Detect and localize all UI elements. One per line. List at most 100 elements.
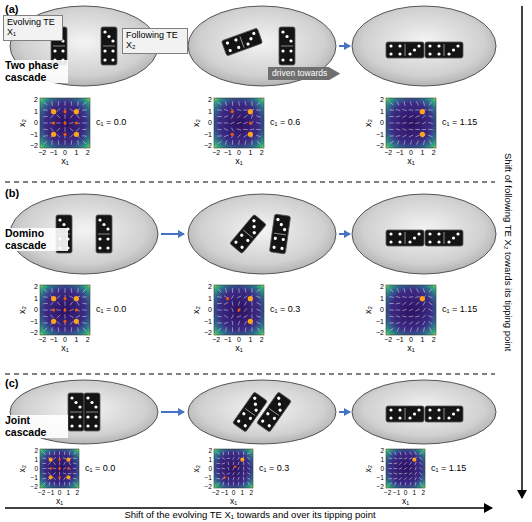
phase-portrait bbox=[214, 449, 253, 488]
callout-box: Evolving TE X₁ bbox=[3, 15, 63, 41]
tick-label: −2 bbox=[377, 483, 384, 490]
streamline bbox=[49, 482, 50, 486]
streamline bbox=[422, 129, 427, 130]
streamline bbox=[224, 303, 228, 305]
streamline bbox=[57, 128, 60, 131]
tick-label: 2 bbox=[86, 336, 90, 344]
streamline bbox=[245, 140, 246, 144]
streamline bbox=[70, 128, 73, 131]
streamline bbox=[389, 309, 394, 310]
streamline bbox=[77, 115, 80, 119]
domino-pip bbox=[106, 227, 109, 230]
streamline bbox=[238, 308, 240, 312]
streamline bbox=[82, 129, 87, 130]
domino-divider bbox=[53, 46, 65, 47]
domino-pip bbox=[106, 237, 109, 240]
streamline bbox=[396, 135, 400, 137]
domino-pip bbox=[408, 52, 411, 55]
fixed-point bbox=[248, 109, 253, 114]
domino-pip bbox=[280, 223, 284, 227]
tick-label: 2 bbox=[34, 283, 38, 291]
streamline bbox=[397, 288, 399, 292]
domino-pip bbox=[428, 408, 431, 411]
domino-pip bbox=[240, 245, 245, 250]
streamline bbox=[243, 129, 248, 130]
fixed-point bbox=[74, 319, 79, 324]
streamline bbox=[389, 122, 394, 123]
tick-label: 2 bbox=[421, 489, 425, 496]
streamline bbox=[428, 296, 432, 298]
phase-portrait bbox=[386, 449, 425, 488]
step-arrows bbox=[161, 46, 350, 412]
streamline bbox=[51, 101, 52, 106]
streamline bbox=[44, 141, 47, 144]
streamline bbox=[396, 116, 400, 117]
streamline bbox=[415, 462, 416, 465]
streamline bbox=[76, 128, 79, 131]
domino-pip bbox=[252, 31, 256, 35]
streamline bbox=[43, 458, 47, 459]
streamline bbox=[223, 452, 225, 455]
fixed-point bbox=[67, 467, 69, 469]
portrait-background bbox=[40, 285, 90, 335]
streamline bbox=[238, 101, 240, 105]
domino-pip bbox=[389, 416, 392, 419]
streamline bbox=[65, 101, 66, 106]
streamline bbox=[423, 101, 424, 105]
streamline bbox=[409, 473, 412, 475]
streamline bbox=[251, 101, 252, 106]
domino-body bbox=[101, 27, 117, 65]
streamline bbox=[257, 302, 261, 304]
streamline bbox=[217, 122, 222, 123]
streamline bbox=[419, 472, 422, 474]
streamline bbox=[396, 296, 400, 297]
domino-pip bbox=[428, 52, 431, 55]
domino-pip bbox=[417, 408, 420, 411]
domino-body bbox=[68, 393, 84, 431]
domino-body bbox=[221, 28, 262, 56]
axis-label: x₁ bbox=[235, 157, 243, 167]
axis-label: x₁ bbox=[56, 497, 63, 506]
domino-pip bbox=[78, 405, 81, 408]
streamline bbox=[405, 482, 407, 485]
streamline bbox=[429, 322, 433, 325]
fixed-point bbox=[223, 476, 225, 478]
domino-pip bbox=[102, 223, 105, 226]
streamline bbox=[48, 472, 50, 475]
domino-pip bbox=[428, 240, 431, 243]
streamline bbox=[429, 302, 433, 305]
streamline bbox=[428, 135, 432, 137]
streamline bbox=[217, 129, 222, 131]
parameter-label: c₁ = 0.0 bbox=[85, 464, 115, 474]
streamline bbox=[250, 129, 254, 131]
fixed-point bbox=[412, 458, 416, 462]
streamline bbox=[409, 457, 412, 459]
domino-pip bbox=[437, 44, 440, 47]
streamline bbox=[77, 327, 78, 332]
tick-label: 0 bbox=[34, 119, 38, 127]
domino-pip bbox=[437, 408, 440, 411]
step-arrow bbox=[339, 233, 350, 235]
streamline bbox=[409, 477, 411, 480]
domino-pip bbox=[281, 49, 284, 52]
fixed-point bbox=[63, 320, 66, 323]
fixed-point bbox=[248, 132, 253, 137]
streamline bbox=[232, 327, 233, 332]
domino-pip bbox=[267, 424, 271, 428]
portrait-background bbox=[214, 285, 264, 335]
streamline bbox=[400, 482, 402, 485]
streamline bbox=[410, 288, 412, 292]
streamline bbox=[399, 477, 402, 479]
domino-pip bbox=[98, 246, 101, 249]
streamline bbox=[390, 102, 394, 105]
streamline bbox=[410, 482, 411, 485]
streamline bbox=[247, 457, 250, 459]
state-ellipse bbox=[188, 380, 336, 444]
tick-label: 2 bbox=[432, 149, 436, 157]
streamline bbox=[429, 102, 432, 106]
streamline bbox=[409, 122, 413, 124]
streamline bbox=[247, 462, 250, 464]
streamline bbox=[237, 457, 239, 460]
streamline bbox=[397, 101, 399, 105]
